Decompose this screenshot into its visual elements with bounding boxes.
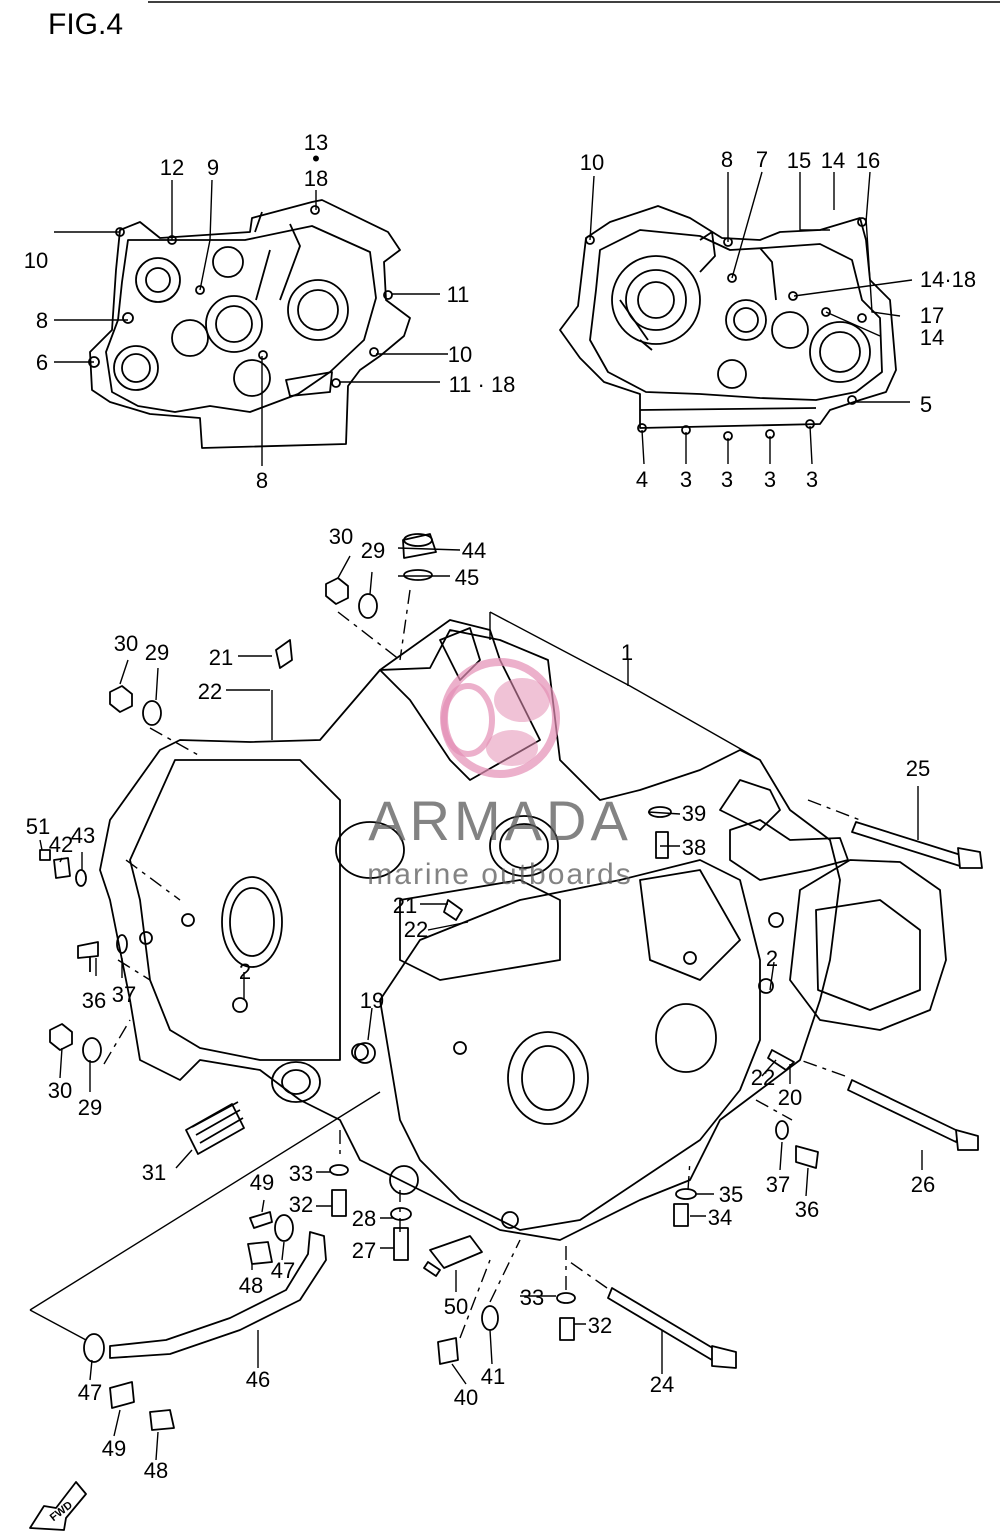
leader-lines	[29, 171, 923, 1461]
callout-16: 16	[856, 148, 880, 173]
callout-35: 35	[719, 1182, 743, 1207]
callout-14a: 14	[821, 148, 845, 173]
left-crankcase-half-view	[88, 199, 411, 449]
callout-21a: 21	[209, 645, 233, 670]
callout-21b: 21	[393, 893, 417, 918]
callout-10a: 10	[24, 248, 48, 273]
callout-44: 44	[462, 538, 486, 563]
callout-40: 40	[454, 1385, 478, 1410]
callout-10c: 10	[580, 150, 604, 175]
callout-48b: 48	[144, 1458, 168, 1483]
callout-4: 4	[636, 467, 648, 492]
callout-22c: 22	[751, 1065, 775, 1090]
callout-1: 1	[621, 640, 633, 665]
callout-24: 24	[650, 1372, 674, 1397]
callout-29c: 29	[78, 1095, 102, 1120]
callout-22b: 22	[404, 917, 428, 942]
callout-30b: 30	[114, 631, 138, 656]
callout-32a: 32	[289, 1192, 313, 1217]
callout-49b: 49	[102, 1436, 126, 1461]
callout-3d: 3	[806, 467, 818, 492]
callout-36a: 36	[82, 988, 106, 1013]
callout-32b: 32	[588, 1313, 612, 1338]
callout-5: 5	[920, 392, 932, 417]
figure-title: FIG.4	[48, 8, 123, 41]
callout-49a: 49	[250, 1170, 274, 1195]
callout-27: 27	[352, 1238, 376, 1263]
callout-28: 28	[352, 1206, 376, 1231]
callout-7: 7	[756, 147, 768, 172]
callout-47a: 47	[271, 1258, 295, 1283]
callout-8a: 8	[36, 308, 48, 333]
callout-8c: 8	[721, 147, 733, 172]
callout-42: 42	[49, 832, 73, 857]
callout-30c: 30	[48, 1078, 72, 1103]
watermark-tagline: marine outboards	[367, 858, 632, 891]
callout-41: 41	[481, 1364, 505, 1389]
callout-11a: 11	[447, 282, 470, 307]
callout-13: 13	[304, 130, 328, 155]
callout-20: 20	[778, 1085, 802, 1110]
callout-19: 19	[360, 988, 384, 1013]
callout-48a: 48	[239, 1273, 263, 1298]
callout-37b: 37	[766, 1172, 790, 1197]
callout-29b: 29	[145, 640, 169, 665]
callout-3a: 3	[680, 467, 692, 492]
callout-30a: 30	[329, 524, 353, 549]
callout-8b: 8	[256, 468, 268, 493]
fwd-arrow: FWD	[29, 1481, 87, 1531]
callout-36b: 36	[795, 1197, 819, 1222]
callout-15: 15	[787, 148, 811, 173]
callout-51: 51	[26, 814, 50, 839]
watermark-logo	[440, 658, 560, 778]
callout-18a: 18	[304, 166, 328, 191]
callout-14_18: 14·18	[920, 267, 976, 292]
callout-2b: 2	[766, 946, 778, 971]
callout-46: 46	[246, 1367, 270, 1392]
callout-34: 34	[708, 1205, 732, 1230]
callout-33b: 33	[520, 1285, 544, 1310]
callout-38: 38	[682, 835, 706, 860]
callout-11_18: 11 · 18	[449, 372, 516, 397]
callout-43: 43	[71, 823, 95, 848]
small-parts	[39, 533, 983, 1431]
callout-22a: 22	[198, 679, 222, 704]
callout-13dot: •	[312, 146, 320, 171]
callout-37a: 37	[112, 982, 136, 1007]
callout-47b: 47	[78, 1380, 102, 1405]
callout-14b: 14	[920, 325, 944, 350]
callout-33a: 33	[289, 1161, 313, 1186]
callout-26: 26	[911, 1172, 935, 1197]
callout-39: 39	[682, 801, 706, 826]
callout-9: 9	[207, 155, 219, 180]
watermark-brand: ARMADA	[368, 789, 632, 852]
right-crankcase-half-view	[559, 205, 897, 441]
callout-12: 12	[160, 155, 184, 180]
callout-45: 45	[455, 565, 479, 590]
callout-3b: 3	[721, 467, 733, 492]
callout-50: 50	[444, 1294, 468, 1319]
watermark: ARMADA marine outboards	[367, 658, 632, 891]
callout-2a: 2	[239, 959, 251, 984]
callout-29a: 29	[361, 538, 385, 563]
callout-17: 17	[920, 303, 944, 328]
callout-31: 31	[142, 1160, 166, 1185]
callout-25: 25	[906, 756, 930, 781]
callout-3c: 3	[764, 467, 776, 492]
callout-10b: 10	[448, 342, 472, 367]
callout-6: 6	[36, 350, 48, 375]
